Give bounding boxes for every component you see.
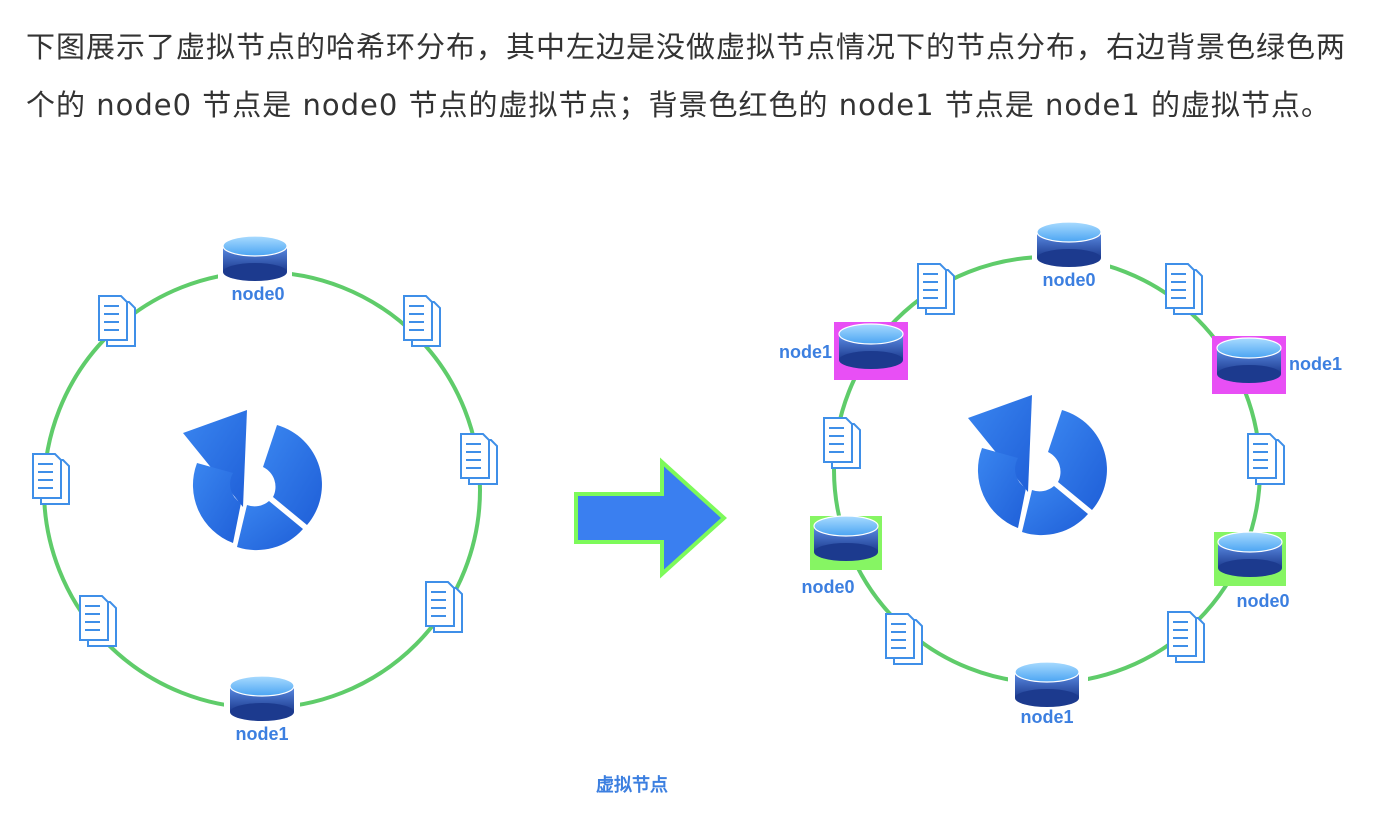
document-stack-icon xyxy=(460,433,498,485)
right-node0-label: node0 xyxy=(1042,270,1095,290)
document-stack-icon xyxy=(917,263,955,315)
document-stack-icon xyxy=(425,581,463,633)
document-stack-icon xyxy=(823,417,861,469)
database-icon xyxy=(813,515,879,562)
virtual-node1-top-left: node1 xyxy=(777,322,908,380)
database-icon xyxy=(229,675,295,722)
document-stack-icon xyxy=(1167,611,1205,663)
document-stack-icon xyxy=(98,295,136,347)
virtual-node0-left-label: node0 xyxy=(801,577,854,597)
document-stack-icon xyxy=(1165,263,1203,315)
document-stack-icon xyxy=(79,595,117,647)
virtual-node1-top-right: node1 xyxy=(1212,336,1344,394)
hash-logo-icon xyxy=(183,410,322,551)
right-node1: node1 xyxy=(1008,661,1088,729)
right-arrow-icon xyxy=(574,457,727,579)
database-icon xyxy=(1217,531,1283,578)
left-node0-label: node0 xyxy=(231,284,284,304)
intro-paragraph: 下图展示了虚拟节点的哈希环分布，其中左边是没做虚拟节点情况下的节点分布，右边背景… xyxy=(26,30,1347,122)
document-stack-icon xyxy=(1247,433,1285,485)
database-icon xyxy=(838,323,904,370)
document-stack-icon xyxy=(885,613,923,665)
virtual-node1-right-label: node1 xyxy=(1289,354,1342,374)
right-node1-label: node1 xyxy=(1020,707,1073,727)
left-hash-ring: node0 node1 xyxy=(32,235,498,746)
database-icon xyxy=(1014,661,1080,708)
document-stack-icon xyxy=(403,295,441,347)
left-node1-label: node1 xyxy=(235,724,288,744)
database-icon xyxy=(1036,221,1102,268)
virtual-node0-right-label: node0 xyxy=(1236,591,1289,611)
right-hash-ring: node0 node1 node1 node0 node0 node1 xyxy=(777,221,1344,729)
hash-logo-icon xyxy=(968,395,1107,536)
database-icon xyxy=(222,235,288,282)
document-stack-icon xyxy=(32,453,70,505)
virtual-node1-left-label: node1 xyxy=(779,342,832,362)
right-node0: node0 xyxy=(1032,221,1110,292)
diagram-caption: 虚拟节点 xyxy=(596,774,668,796)
database-icon xyxy=(1216,337,1282,384)
left-node0: node0 xyxy=(218,235,292,306)
virtual-node0-mid-left: node0 xyxy=(799,515,882,599)
left-node1: node1 xyxy=(224,675,300,746)
virtual-node0-mid-right: node0 xyxy=(1214,531,1292,613)
